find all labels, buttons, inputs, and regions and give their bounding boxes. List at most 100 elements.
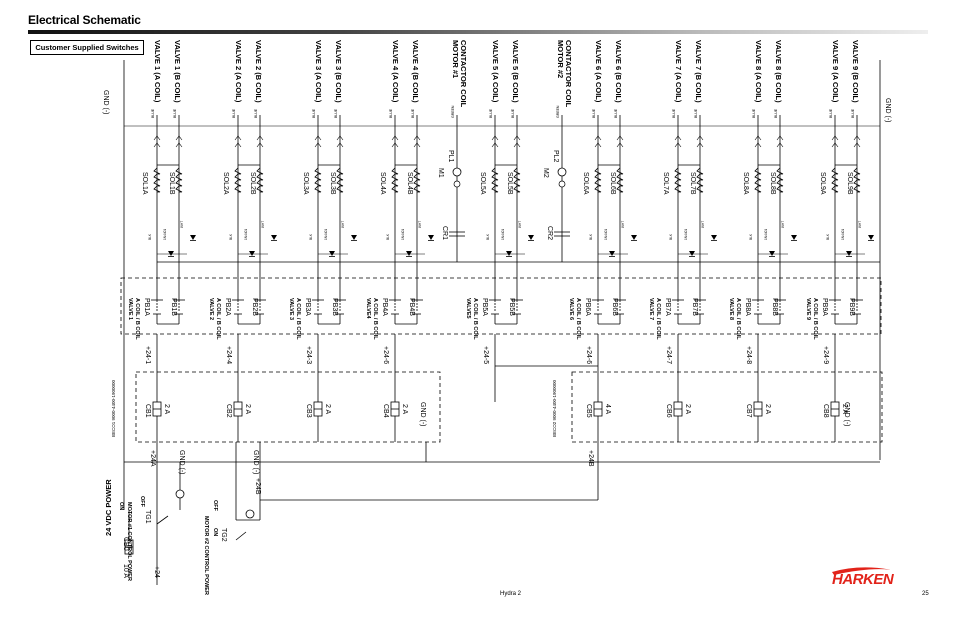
solenoid-a-label: SOL7A bbox=[662, 172, 669, 195]
wire-color-label: GREEN bbox=[451, 105, 455, 118]
wire-color-label: BLK bbox=[486, 233, 490, 240]
coil-switch-label: A COIL / B COIL bbox=[575, 298, 581, 340]
wire-color-label: BLK bbox=[826, 233, 830, 240]
gnd-label: GND (-) bbox=[843, 402, 850, 427]
wire-color-label: BLK bbox=[749, 233, 753, 240]
wire-color-label: BLUE bbox=[592, 108, 596, 118]
gnd-right-label: GND (-) bbox=[884, 98, 891, 123]
connector-a bbox=[831, 135, 839, 148]
schematic-static-wiring bbox=[120, 60, 883, 585]
supply-b-label: +24B bbox=[254, 478, 261, 495]
circuit-breaker-label: CB4 bbox=[382, 404, 389, 418]
connector-b bbox=[776, 135, 784, 148]
coil-switch-label: A COIL / B COIL bbox=[735, 298, 741, 340]
solenoid-b-coil bbox=[776, 167, 784, 193]
motor-label: M2 bbox=[542, 168, 549, 178]
wire-color-label: BLK bbox=[386, 233, 390, 240]
pushbutton-b-label: PB7B bbox=[691, 298, 698, 316]
diode-a bbox=[609, 251, 615, 256]
diode-a bbox=[506, 251, 512, 256]
solenoid-b-label: SOL8B bbox=[769, 172, 776, 195]
pushbutton-b-label: PB5B bbox=[508, 298, 515, 316]
wire-color-label: BLUE bbox=[312, 108, 316, 118]
valve-switch-label: VALVE 1 bbox=[127, 298, 133, 320]
solenoid-b-coil bbox=[175, 167, 183, 193]
wire-color-label: BLUE bbox=[672, 108, 676, 118]
diode-b bbox=[528, 235, 534, 240]
connector-a bbox=[754, 135, 762, 148]
main-supply-label: +24 bbox=[153, 566, 160, 578]
diode-a bbox=[406, 251, 412, 256]
solenoid-a-coil bbox=[314, 167, 322, 193]
connector-a bbox=[674, 135, 682, 148]
solenoid-b-label: SOL4B bbox=[406, 172, 413, 195]
valve-switch-label: VALVE 7 bbox=[648, 298, 654, 320]
diode-part-label: 1N4401 bbox=[244, 229, 248, 240]
wire-color-label: WHT bbox=[781, 221, 785, 228]
diode-b bbox=[631, 235, 637, 240]
switch2-on-label: ON bbox=[212, 528, 218, 536]
diode-part-label: 1N4401 bbox=[604, 229, 608, 240]
valve-a-title: VALVE 7 (A COIL) bbox=[674, 40, 683, 103]
supply-label: +24-8 bbox=[745, 346, 752, 364]
solenoid-b-label: SOL2B bbox=[249, 172, 256, 195]
connector-b bbox=[256, 135, 264, 148]
solenoid-a-label: SOL1A bbox=[141, 172, 148, 195]
switch2-title: MOTOR #2 CONTROL POWER bbox=[203, 516, 209, 595]
connector-a bbox=[314, 135, 322, 148]
solenoid-b-label: SOL3B bbox=[329, 172, 336, 195]
valve-a-title: VALVE 6 (A COIL) bbox=[594, 40, 603, 103]
diode-a bbox=[329, 251, 335, 256]
diode-part-label: 1N4401 bbox=[764, 229, 768, 240]
diode-b bbox=[190, 235, 196, 240]
connector-b bbox=[853, 135, 861, 148]
diode-a bbox=[689, 251, 695, 256]
solenoid-a-coil bbox=[491, 167, 499, 193]
switch1-toggle bbox=[156, 515, 169, 525]
circuit-breaker-rating: 2 A bbox=[684, 404, 691, 414]
valve-b-title: VALVE 5 (B COIL) bbox=[511, 40, 520, 103]
diode-b bbox=[868, 235, 874, 240]
coil-switch-label: A COIL / B COIL bbox=[134, 298, 140, 340]
solenoid-b-label: SOL5B bbox=[506, 172, 513, 195]
pushbutton-b-label: PB9B bbox=[848, 298, 855, 316]
footer-product-name: Hydra 2 bbox=[500, 591, 522, 597]
supply-label: +24-7 bbox=[665, 346, 672, 364]
switch2-toggle bbox=[235, 531, 247, 541]
valve-a-title: VALVE 3 (A COIL) bbox=[314, 40, 323, 103]
diode-a bbox=[168, 251, 174, 256]
diode-a bbox=[846, 251, 852, 256]
wire-color-label: GREEN bbox=[556, 105, 560, 118]
switch2-label: TG2 bbox=[220, 528, 227, 542]
solenoid-a-coil bbox=[674, 167, 682, 193]
diode-b bbox=[351, 235, 357, 240]
main-breaker-rating: 10 A bbox=[122, 564, 129, 578]
customer-switches-legend: Customer Supplied Switches bbox=[30, 40, 144, 55]
page-title: Electrical Schematic bbox=[28, 13, 141, 27]
switch2-indicator-lamp bbox=[245, 509, 255, 519]
module-left-label: BECO1 9000-4400-1900000 bbox=[111, 379, 116, 437]
circuit-breaker-rating: 2 A bbox=[244, 404, 251, 414]
wire-color-label: BLUE bbox=[173, 108, 177, 118]
switch1-indicator-lamp bbox=[175, 489, 185, 499]
wire-color-label: BLK bbox=[148, 233, 152, 240]
wire-color-label: BLUE bbox=[829, 108, 833, 118]
wire-color-label: BLUE bbox=[851, 108, 855, 118]
logo-swoosh bbox=[832, 567, 892, 575]
circuit-breaker-label: CB5 bbox=[585, 404, 592, 418]
circuit-breaker-rating: 4 A bbox=[604, 404, 611, 414]
relay-label: CR1 bbox=[441, 226, 448, 240]
solenoid-b-coil bbox=[256, 167, 264, 193]
logo-wordmark: HARKEN bbox=[832, 571, 895, 586]
pushbutton-b-label: PB2B bbox=[251, 298, 258, 316]
solenoid-a-label: SOL9A bbox=[819, 172, 826, 195]
wire-color-label: BLK bbox=[589, 233, 593, 240]
